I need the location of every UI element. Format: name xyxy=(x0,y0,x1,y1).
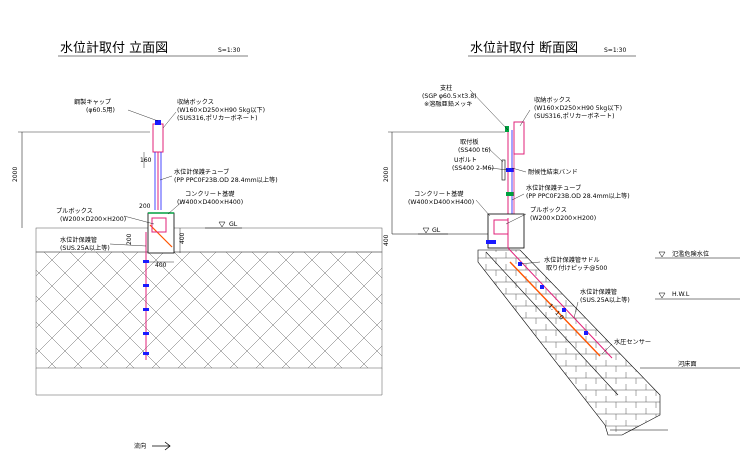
left-base-label: コンクリート基礎 xyxy=(185,190,235,198)
left-pipe-spec: (SUS.25A以上等) xyxy=(60,244,110,252)
right-pullbox-label: プルボックス xyxy=(530,206,567,214)
right-dim-400: 400 xyxy=(383,234,390,246)
left-box-spec2: (SUS316,ポリカーボネート) xyxy=(177,114,258,122)
right-sensor-label: 水圧センサー xyxy=(614,338,651,346)
left-base-spec: (W400×D400×H400) xyxy=(177,199,243,206)
left-steel-cap xyxy=(155,120,161,125)
right-scale: S=1:30 xyxy=(604,47,626,54)
right-protective-pipe xyxy=(507,247,613,359)
right-box-spec2: (SUS316,ポリカーボネート) xyxy=(534,112,615,120)
level-riverbed-label: 河床面 xyxy=(678,360,697,368)
right-band-label: 耐候性結束バンド xyxy=(528,168,578,176)
right-title: 水位計取付 断面図 xyxy=(470,40,578,56)
right-saddle-label: 水位計保護管サドル xyxy=(544,256,600,264)
right-gl-label: GL xyxy=(432,227,441,234)
right-base-spec: (W400×D400×H400) xyxy=(408,199,474,206)
left-cap-spec: (φ60.5用) xyxy=(86,107,115,114)
left-scale: S=1:30 xyxy=(218,47,240,54)
left-box-label: 収納ボックス xyxy=(177,98,214,106)
right-post-label: 支柱 xyxy=(440,84,452,92)
slope-revetment xyxy=(477,249,661,436)
left-dim-160: 160 xyxy=(140,157,152,164)
right-storage-box xyxy=(513,121,525,155)
left-dim-400v: 400 xyxy=(179,232,186,244)
right-pullbox-spec: (W200×D200×H200) xyxy=(530,215,596,222)
right-box-spec1: (W160×D250×H90 5kg以下) xyxy=(534,105,622,112)
right-box-label: 収納ボックス xyxy=(534,96,571,104)
left-gl-label: GL xyxy=(229,221,238,228)
left-box-spec1: (W160×D250×H90 5kg以下) xyxy=(177,107,265,114)
left-dim-400h: 400 xyxy=(155,262,167,269)
left-pullbox-spec: (W200×D200×H200) xyxy=(60,216,126,223)
right-plate-spec: (SS400 t6) xyxy=(458,147,491,154)
left-tube-spec: (PP PPC0F23B.OD 28.4mm以上等) xyxy=(174,176,278,184)
right-post-spec1: (SGP φ60.5×t3.8) xyxy=(422,93,477,100)
right-ubolt-label: Uボルト xyxy=(454,156,477,164)
left-tube-label: 水位計保護チューブ xyxy=(174,168,229,176)
left-pullbox-label: プルボックス xyxy=(56,207,93,215)
left-cap-label: 鋼製キャップ xyxy=(74,98,112,106)
right-tube-label: 水位計保護チューブ xyxy=(526,184,581,192)
right-section-view: 水位計取付 断面図 S=1:30 2000 400 xyxy=(383,40,740,436)
level-hwl-label: H.W.L xyxy=(672,291,690,298)
ground-crosshatch xyxy=(35,251,383,369)
right-pipe-label: 水位計保護管 xyxy=(580,288,617,296)
level-danger-label: 氾濫危険水位 xyxy=(672,250,709,258)
left-pull-box xyxy=(151,217,167,233)
right-base-label: コンクリート基礎 xyxy=(414,190,464,198)
flow-arrow-icon xyxy=(152,441,171,451)
right-dim-total: 2000 xyxy=(383,167,390,182)
right-pipe-spec: (SUS.25A以上等) xyxy=(580,296,630,304)
left-pipe-label: 水位計保護管 xyxy=(60,236,97,244)
flow-label: 流向 xyxy=(134,442,146,450)
left-dim-200a: 200 xyxy=(139,203,151,210)
right-ubolt-spec: (SS400 2-M6) xyxy=(452,165,494,172)
right-tube-spec: (PP PPC0F23B.OD 28.4mm以上等) xyxy=(526,192,630,200)
right-mount-plate xyxy=(501,159,506,181)
left-dim-total: 2000 xyxy=(12,167,19,182)
left-title: 水位計取付 立面図 xyxy=(60,40,168,56)
right-plate-label: 取付板 xyxy=(460,138,479,146)
right-post-spec2: ※溶融亜鉛メッキ xyxy=(424,100,473,108)
left-elevation-view: 水位計取付 立面図 S=1:30 2000 160 200 200 400 40… xyxy=(12,40,383,451)
left-storage-box xyxy=(152,123,164,153)
right-saddle-spec: 取り付けピッチ@500 xyxy=(546,264,607,272)
left-dim-200b: 200 xyxy=(126,233,133,245)
